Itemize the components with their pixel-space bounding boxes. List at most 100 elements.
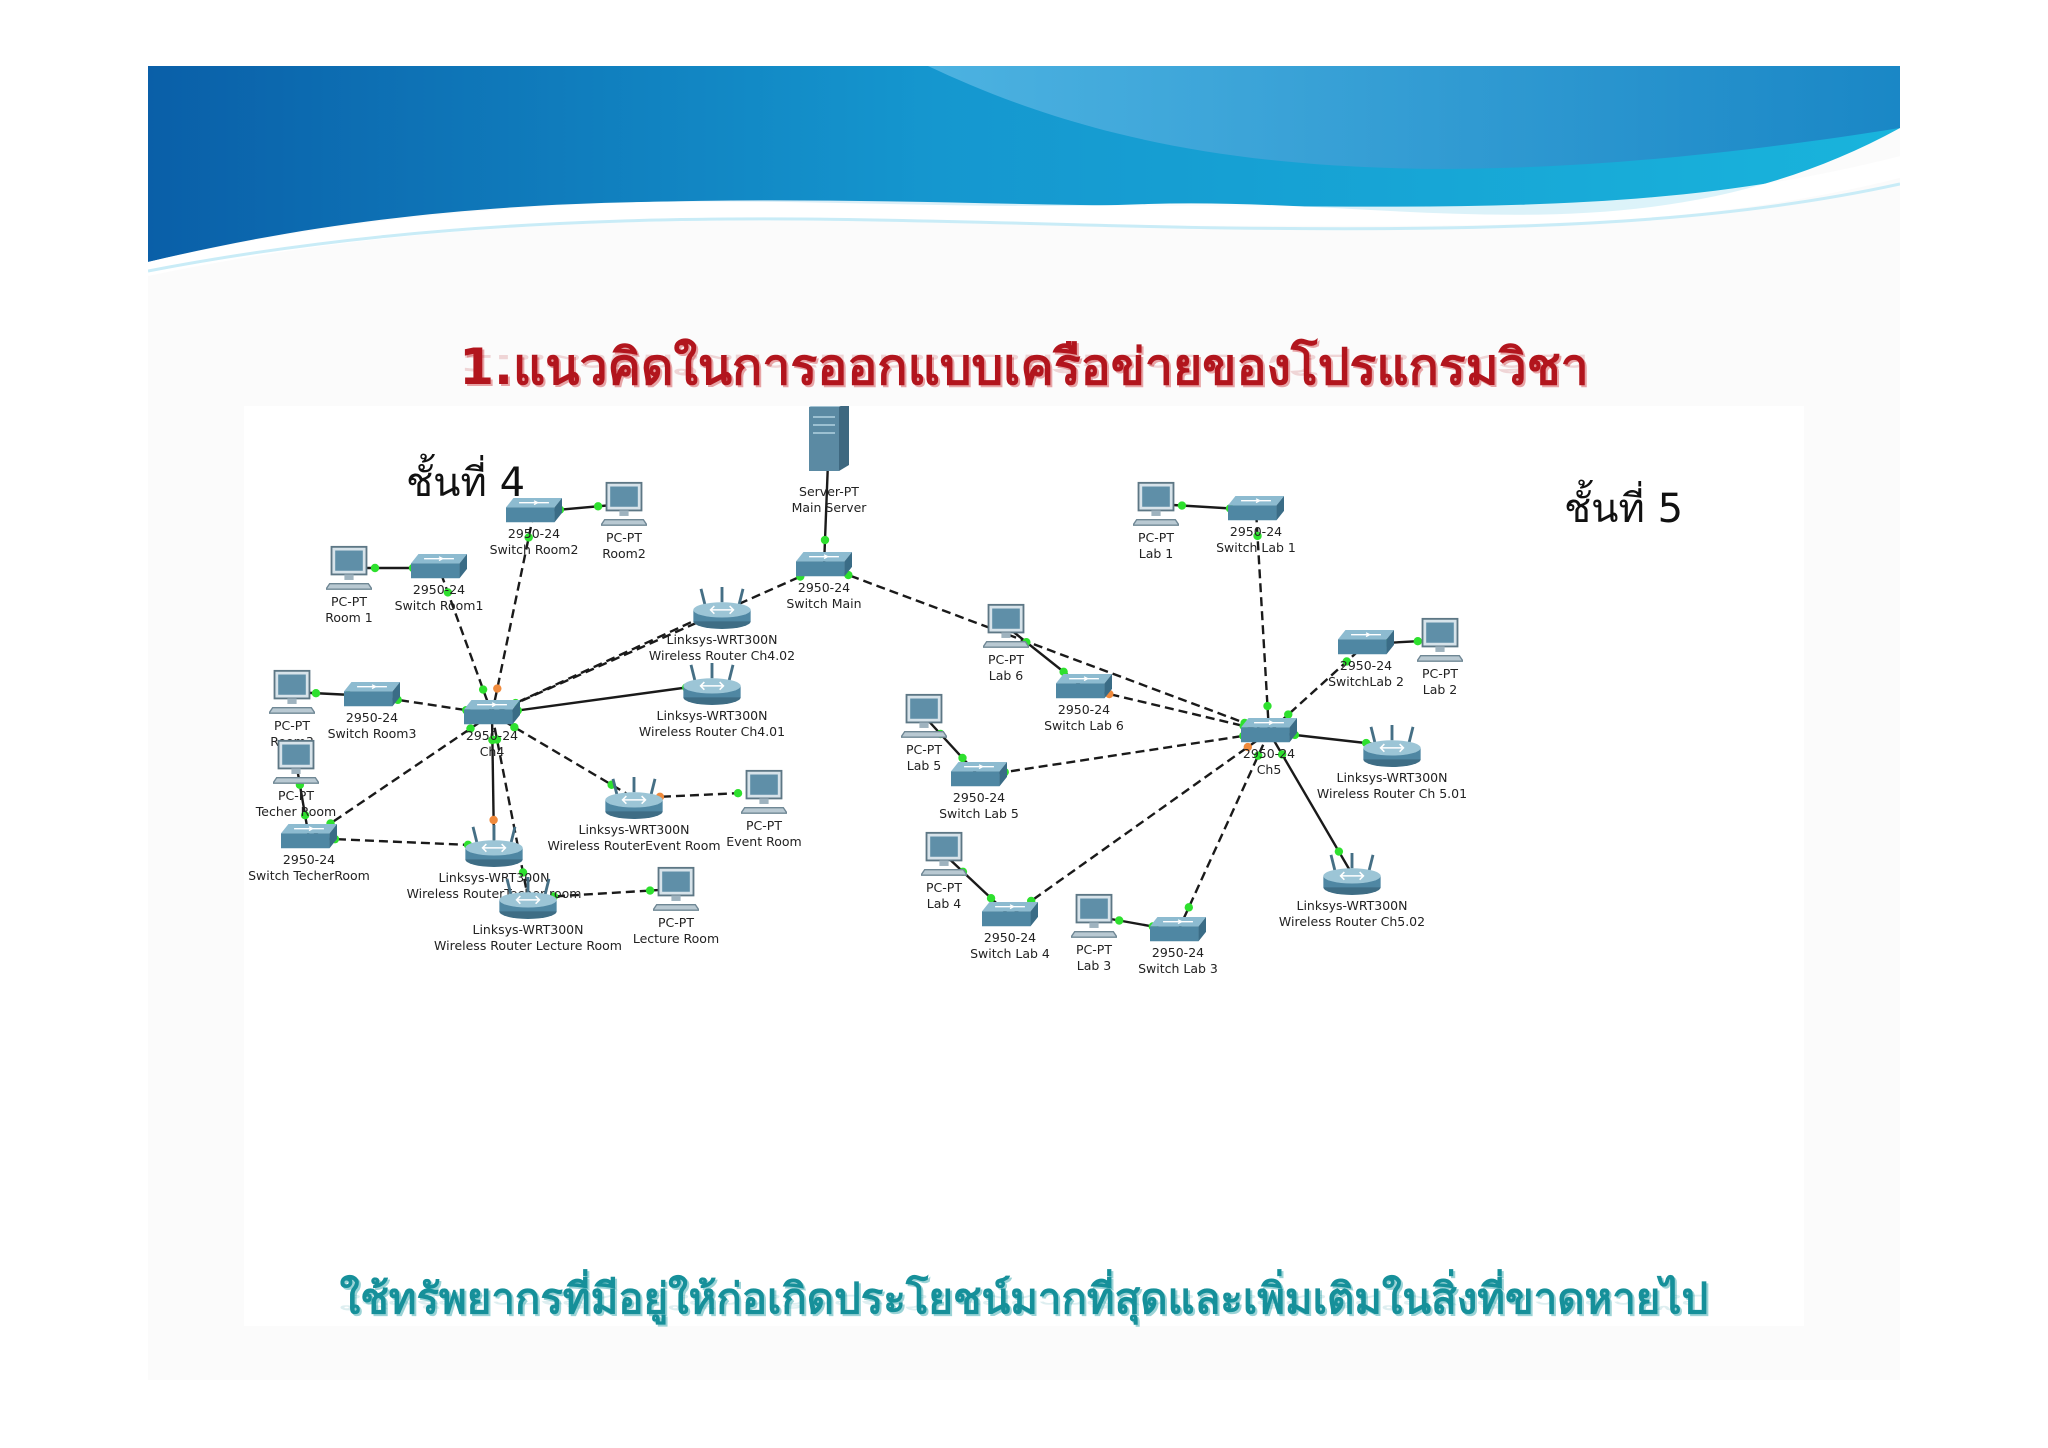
- switch-icon: [411, 554, 467, 579]
- port-light: [1059, 667, 1068, 677]
- wireless-router-icon: [463, 825, 525, 867]
- link-ch5-sw_lab6: [1083, 686, 1270, 734]
- port-light: [1334, 847, 1344, 856]
- node-model-label: PC-PT: [988, 652, 1024, 667]
- link-ch4-wr_lecture: [490, 713, 530, 899]
- wireless-router-icon: [1321, 853, 1383, 895]
- node-pc_room3[interactable]: PC-PTRoom3: [269, 669, 315, 749]
- port-light: [493, 684, 502, 693]
- link-ch4-wr_ch401: [491, 682, 713, 716]
- port-light: [300, 811, 310, 820]
- switch-icon: [1241, 718, 1297, 743]
- port-light: [1284, 710, 1293, 719]
- pc-icon: [1133, 481, 1179, 527]
- switch-icon: [982, 902, 1038, 927]
- node-model-label: Linksys-WRT300N: [578, 822, 689, 837]
- port-light: [1177, 501, 1187, 510]
- port-light: [518, 868, 528, 877]
- node-model-label: PC-PT: [926, 880, 962, 895]
- node-name-label: Switch Room3: [328, 726, 417, 741]
- switch-icon: [1338, 630, 1394, 655]
- node-name-label: Switch Lab 1: [1216, 540, 1296, 555]
- node-model-label: 2950-24: [984, 930, 1036, 945]
- links-layer: [291, 435, 1441, 933]
- node-name-label: Switch Room2: [490, 542, 579, 557]
- node-name-label: Switch Lab 5: [939, 806, 1019, 821]
- node-name-label: Room 1: [325, 610, 373, 625]
- link-ch5-sw_lab4: [1009, 731, 1270, 917]
- node-model-label: 2950-24: [1340, 658, 1392, 673]
- node-model-label: 2950-24: [508, 526, 560, 541]
- node-model-label: Server-PT: [799, 484, 859, 499]
- floor-4-label: ชั้นที่ 4: [406, 453, 525, 506]
- node-model-label: 2950-24: [1230, 524, 1282, 539]
- port-light: [489, 815, 498, 825]
- node-model-label: PC-PT: [1076, 942, 1112, 957]
- link-ch5-sw_lab5: [978, 730, 1270, 778]
- node-model-label: 2950-24: [1243, 746, 1295, 761]
- wireless-router-icon: [691, 587, 753, 629]
- node-name-label: Ch5: [1257, 762, 1282, 777]
- switch-icon: [281, 824, 337, 849]
- pc-icon: [326, 545, 372, 591]
- node-model-label: 2950-24: [1152, 945, 1204, 960]
- port-light: [466, 724, 475, 733]
- node-model-label: PC-PT: [1138, 530, 1174, 545]
- port-light: [370, 563, 380, 573]
- port-light: [443, 588, 453, 597]
- port-light: [1253, 531, 1262, 541]
- wireless-router-icon: [603, 777, 665, 819]
- port-light: [593, 502, 603, 511]
- port-light: [1253, 751, 1263, 760]
- node-model-label: 2950-24: [413, 582, 465, 597]
- node-name-label: Lab 4: [927, 896, 962, 911]
- node-model-label: Linksys-WRT300N: [438, 870, 549, 885]
- wireless-router-icon: [497, 877, 559, 919]
- link-sw_main-ch5: [823, 564, 1270, 734]
- server-icon: [809, 406, 849, 471]
- port-light: [492, 735, 502, 744]
- node-model-label: PC-PT: [746, 818, 782, 833]
- pc-icon: [601, 481, 647, 527]
- node-model-label: Linksys-WRT300N: [1336, 770, 1447, 785]
- node-name-label: Main Server: [792, 500, 868, 515]
- port-light: [1243, 742, 1253, 752]
- node-model-label: 2950-24: [798, 580, 850, 595]
- pc-icon: [269, 669, 315, 715]
- switch-icon: [796, 552, 852, 577]
- port-light: [1184, 903, 1194, 912]
